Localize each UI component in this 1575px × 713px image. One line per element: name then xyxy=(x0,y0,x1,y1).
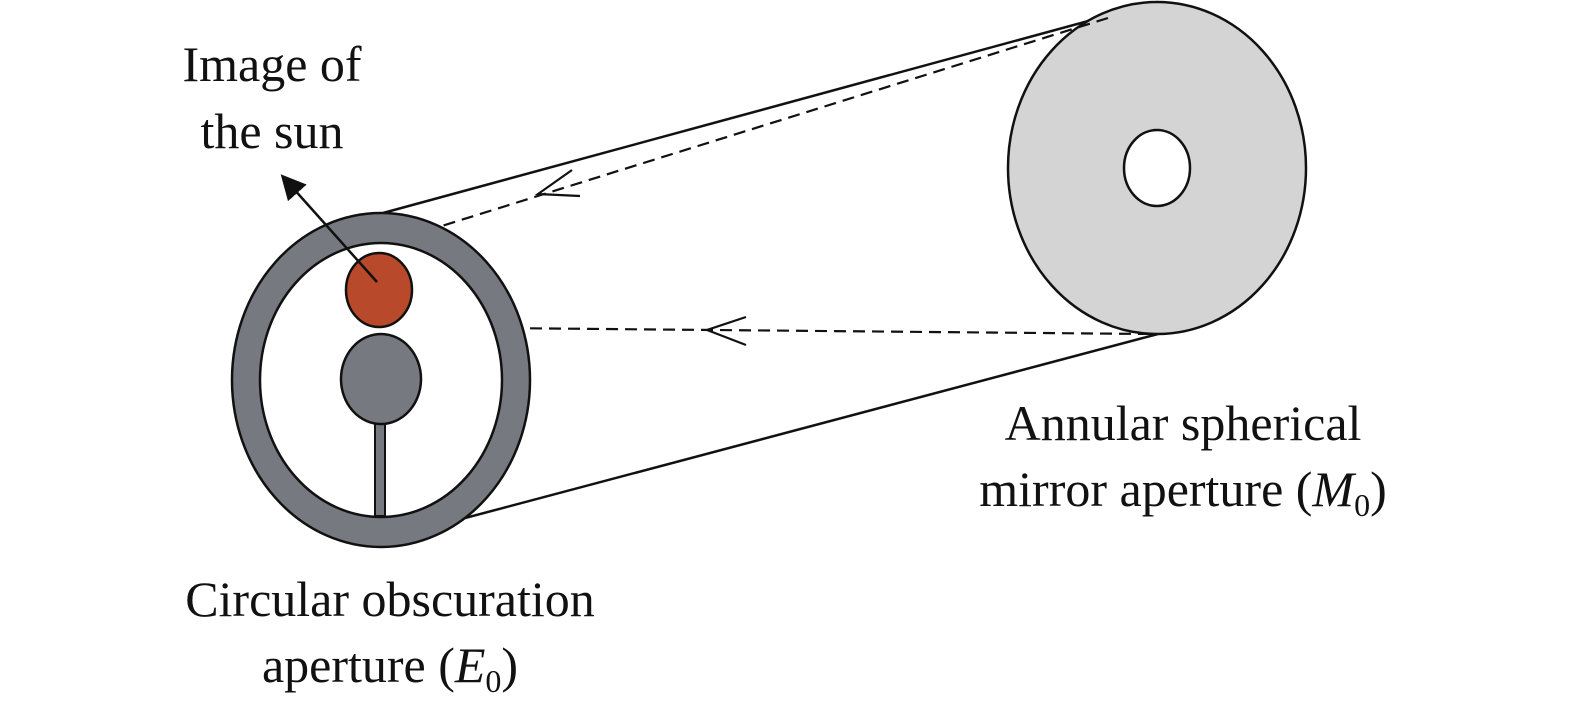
mirror-label-prefix: mirror aperture ( xyxy=(979,461,1312,517)
mirror-label-line1: Annular spherical xyxy=(1005,395,1362,451)
obscuration-label-suffix: ) xyxy=(501,637,518,693)
mirror-label-suffix: ) xyxy=(1370,461,1387,517)
mirror-label-symbol: M xyxy=(1311,461,1356,517)
upper-dashed-ray xyxy=(383,16,1109,246)
sun-image-disk xyxy=(344,251,414,329)
obscuration-label-line1: Circular obscuration xyxy=(185,571,595,627)
mirror-central-hole xyxy=(1122,128,1192,208)
central-obscuration-disk xyxy=(339,332,423,426)
cylinder-bottom-edge xyxy=(419,332,1159,532)
cylinder-top-edge xyxy=(382,0,1159,215)
mirror-label-subscript: 0 xyxy=(1354,487,1370,523)
upper-ray-arrowhead xyxy=(534,169,581,198)
sun-image-label-line2: the sun xyxy=(200,103,343,159)
obscuration-label-line2: aperture (E0) xyxy=(262,637,518,699)
sun-image-label-line1: Image of xyxy=(182,36,361,92)
sun-image-pointer-arrow xyxy=(280,174,378,283)
circular-obscuration-aperture xyxy=(230,211,532,549)
lower-ray-arrowhead xyxy=(703,315,747,347)
obscuration-label-prefix: aperture ( xyxy=(262,637,455,693)
obscuration-label-subscript: 0 xyxy=(485,663,501,699)
annular-mirror-aperture xyxy=(1006,0,1308,336)
mirror-label-line2: mirror aperture (M0) xyxy=(979,461,1386,523)
obscuration-label-symbol: E xyxy=(454,637,486,693)
obscuration-support-strut xyxy=(374,419,386,517)
